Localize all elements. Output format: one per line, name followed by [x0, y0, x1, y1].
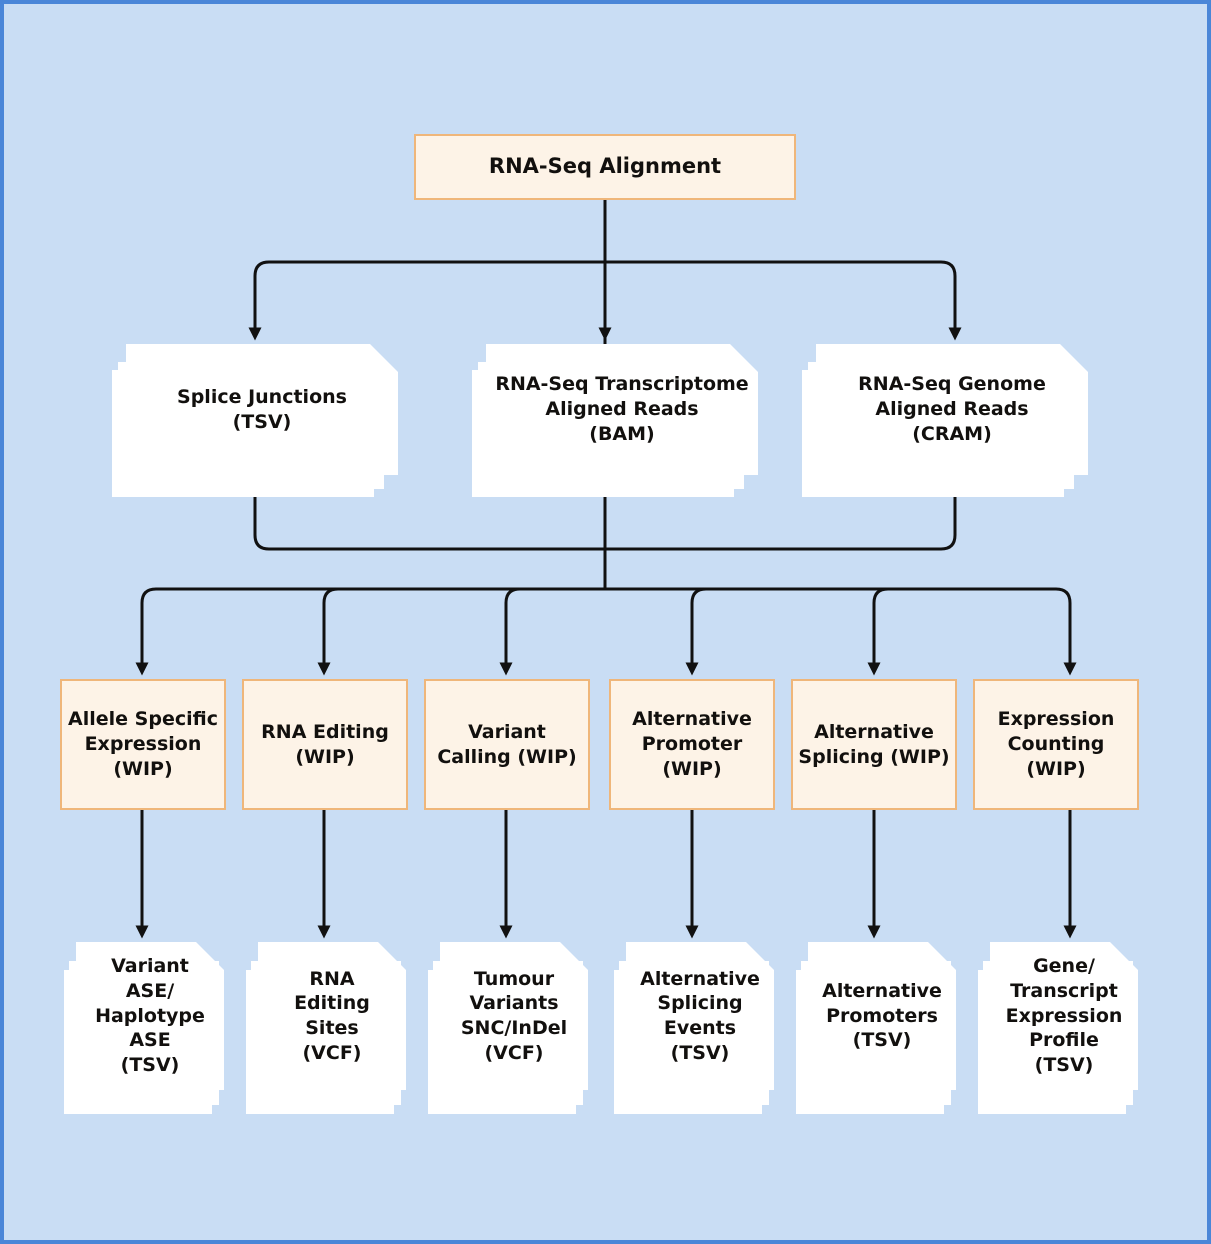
doc-sheet-front: Variant ASE/ Haplotype ASE (TSV) [76, 942, 224, 1090]
node-label: RNA Editing (WIP) [261, 720, 389, 768]
connector-fanout-6 [1055, 587, 1077, 676]
node-alternative-splicing-events[interactable]: Alternative Splicing Events (TSV) [614, 942, 774, 1114]
connector-splice-down [253, 497, 605, 551]
node-splice-junctions[interactable]: Splice Junctions (TSV) [112, 344, 398, 497]
node-label: RNA-Seq Alignment [488, 154, 722, 179]
connector-fanout-1 [135, 587, 157, 676]
node-label: Variant Calling (WIP) [437, 720, 577, 768]
connector-root-to-splice [248, 260, 270, 341]
connector-fanout-2 [317, 587, 339, 676]
doc-sheet-front: Gene/ Transcript Expression Profile (TSV… [990, 942, 1138, 1090]
node-expression-counting[interactable]: Expression Counting (WIP) [973, 679, 1139, 810]
node-label: Gene/ Transcript Expression Profile (TSV… [1005, 955, 1123, 1077]
node-variant-calling[interactable]: Variant Calling (WIP) [424, 679, 590, 810]
node-label: Tumour Variants SNC/InDel (VCF) [460, 967, 568, 1064]
node-alternative-promoter[interactable]: Alternative Promoter (WIP) [609, 679, 775, 810]
doc-sheet-front: Tumour Variants SNC/InDel (VCF) [440, 942, 588, 1090]
node-label: RNA Editing Sites (VCF) [294, 967, 370, 1064]
connector-fanout-5 [867, 587, 889, 676]
doc-sheet-front: RNA-Seq Genome Aligned Reads (CRAM) [816, 344, 1088, 475]
doc-sheet-front: Splice Junctions (TSV) [126, 344, 398, 475]
connector-fanout-3 [499, 587, 521, 676]
node-label: Allele Specific Expression (WIP) [68, 708, 218, 780]
node-label: Alternative Splicing Events (TSV) [640, 967, 760, 1064]
node-label: Alternative Promoter (WIP) [632, 708, 752, 780]
doc-sheet-front: Alternative Splicing Events (TSV) [626, 942, 774, 1090]
doc-sheet-front: RNA Editing Sites (VCF) [258, 942, 406, 1090]
node-label: RNA-Seq Genome Aligned Reads (CRAM) [858, 373, 1046, 445]
doc-sheet-front: Alternative Promoters (TSV) [808, 942, 956, 1090]
node-alternative-promoters[interactable]: Alternative Promoters (TSV) [796, 942, 956, 1114]
connector-fanout-4 [685, 587, 707, 676]
node-label: Splice Junctions (TSV) [177, 385, 347, 433]
node-rna-seq-genome-aligned-reads[interactable]: RNA-Seq Genome Aligned Reads (CRAM) [802, 344, 1088, 497]
doc-sheet-front: RNA-Seq Transcriptome Aligned Reads (BAM… [486, 344, 758, 475]
node-rna-editing-sites[interactable]: RNA Editing Sites (VCF) [246, 942, 406, 1114]
node-tumour-variants-snc-indel[interactable]: Tumour Variants SNC/InDel (VCF) [428, 942, 588, 1114]
node-alternative-splicing[interactable]: Alternative Splicing (WIP) [791, 679, 957, 810]
connector-layer [135, 200, 1077, 939]
node-label: Expression Counting (WIP) [997, 708, 1115, 780]
connector-genome-down [605, 497, 957, 551]
node-label: Variant ASE/ Haplotype ASE (TSV) [95, 955, 205, 1077]
node-rna-editing[interactable]: RNA Editing (WIP) [242, 679, 408, 810]
node-label: RNA-Seq Transcriptome Aligned Reads (BAM… [495, 373, 749, 445]
node-rna-seq-transcriptome-aligned-reads[interactable]: RNA-Seq Transcriptome Aligned Reads (BAM… [472, 344, 758, 497]
node-gene-transcript-expression-profile[interactable]: Gene/ Transcript Expression Profile (TSV… [978, 942, 1138, 1114]
node-label: Alternative Splicing (WIP) [798, 720, 950, 768]
node-allele-specific-expression[interactable]: Allele Specific Expression (WIP) [60, 679, 226, 810]
node-rna-seq-alignment[interactable]: RNA-Seq Alignment [414, 134, 796, 200]
connector-root-to-genome [940, 260, 962, 341]
node-variant-ase-haplotype-ase[interactable]: Variant ASE/ Haplotype ASE (TSV) [64, 942, 224, 1114]
node-label: Alternative Promoters (TSV) [822, 979, 942, 1052]
